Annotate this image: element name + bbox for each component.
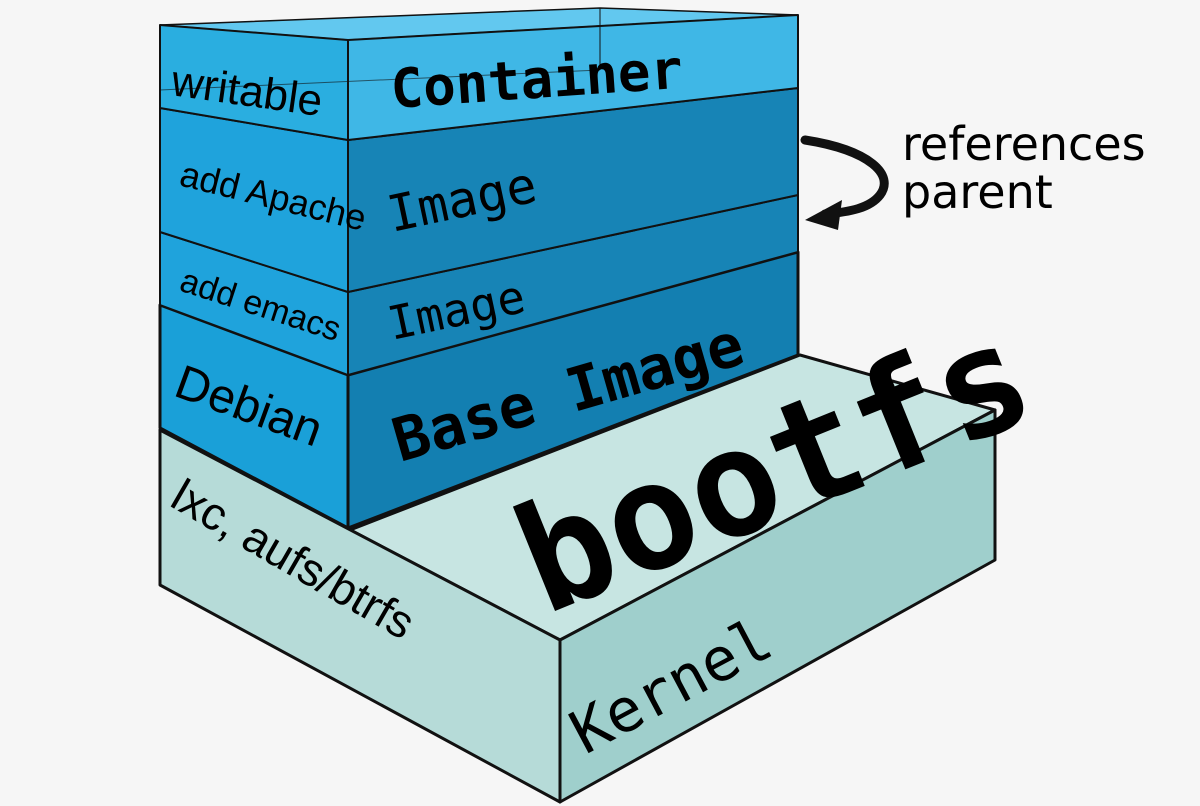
apache-image-layer: [159, 87, 799, 293]
container-front-face: [347, 14, 799, 141]
annotation-line-1: references: [902, 117, 1146, 171]
curved-arrow-icon: [800, 135, 889, 219]
container-layer: [159, 7, 799, 141]
annotation-line-2: parent: [902, 165, 1053, 219]
kernel-front-face: [558, 408, 997, 804]
container-back-edge-2: [159, 69, 601, 91]
kernel-layer: [158, 353, 997, 804]
arrow-head-icon: [805, 200, 842, 230]
